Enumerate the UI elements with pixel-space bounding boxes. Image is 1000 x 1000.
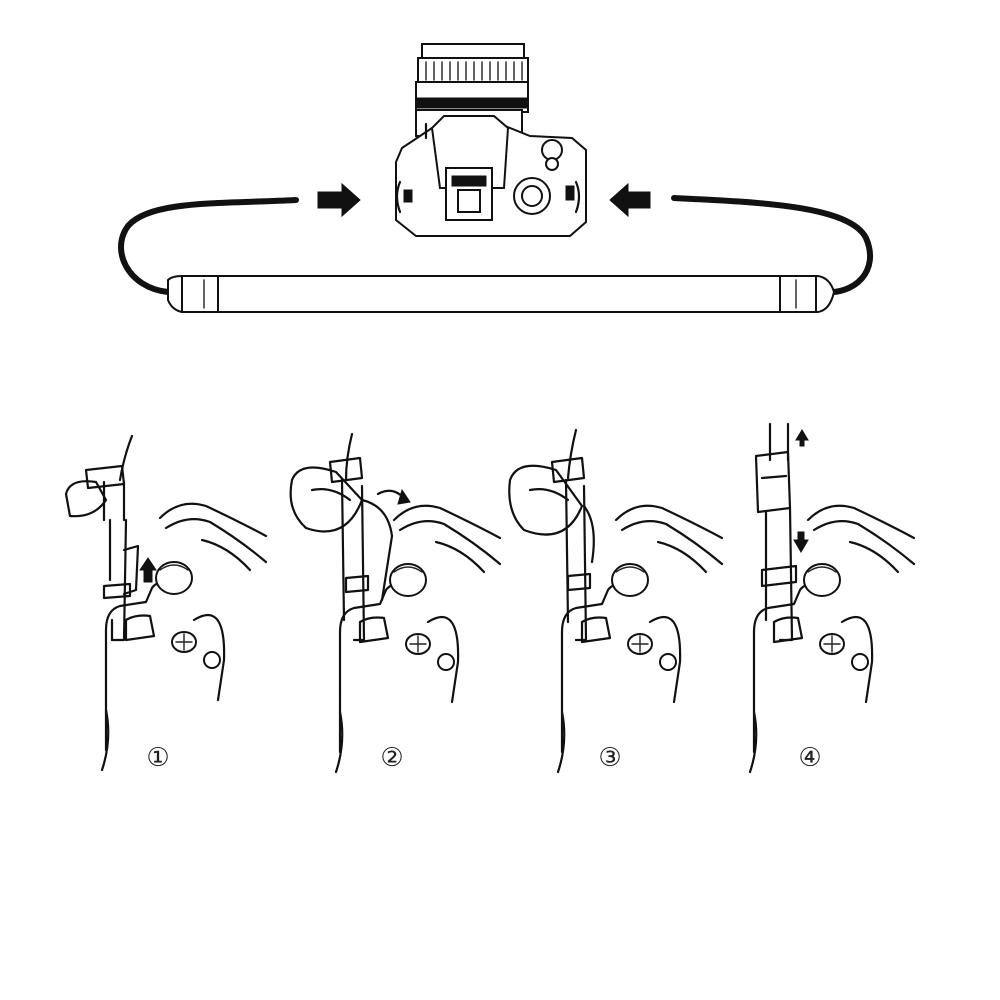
step-1-label: ①	[146, 743, 170, 773]
step-3-label: ③	[598, 743, 622, 773]
step-1-illustration	[64, 434, 268, 772]
arrow-left-icon	[609, 182, 651, 218]
step-2-label: ②	[380, 743, 404, 773]
step-4-label: ④	[798, 743, 822, 773]
step-2-illustration	[289, 432, 502, 774]
camera-icon	[395, 43, 587, 237]
strap-icon	[118, 195, 874, 313]
step-3-illustration	[508, 428, 724, 774]
arrow-right-icon	[317, 182, 361, 218]
step-4-illustration	[748, 422, 916, 774]
